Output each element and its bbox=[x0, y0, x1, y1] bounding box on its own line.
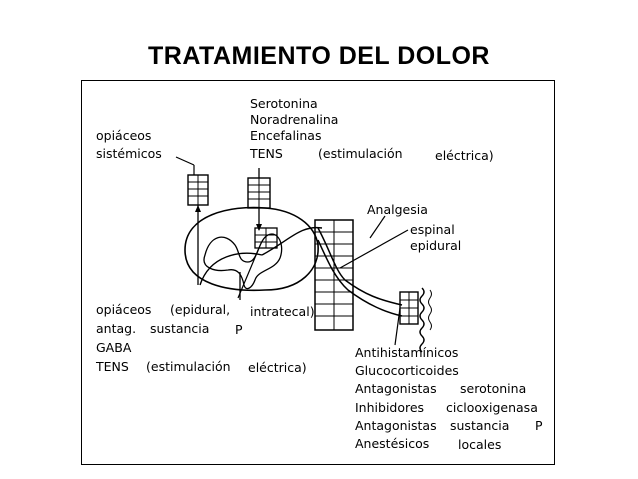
peripheral-nerve bbox=[317, 227, 403, 306]
pain-fibre bbox=[199, 252, 263, 286]
label-epidural-paren: (epidural, bbox=[170, 302, 231, 317]
label-tens-top: TENS bbox=[250, 146, 283, 161]
label-inhibidores: Inhibidores bbox=[355, 400, 425, 415]
vertebral-block bbox=[314, 219, 354, 331]
label-sustancia-right: sustancia bbox=[450, 418, 510, 433]
label-epidural: epidural bbox=[410, 238, 462, 253]
hatched-box-peripheral bbox=[399, 291, 419, 325]
label-antagonistas-1: Antagonistas bbox=[355, 381, 437, 396]
label-anestesicos: Anestésicos bbox=[355, 436, 430, 451]
spinal-cord-outline bbox=[184, 206, 319, 292]
label-gaba: GABA bbox=[96, 340, 132, 355]
hatched-box-descending bbox=[247, 177, 271, 209]
label-p-left: P bbox=[235, 322, 243, 337]
label-antihistaminicos: Antihistamínicos bbox=[355, 345, 459, 360]
arrow-down-icon bbox=[256, 224, 262, 231]
label-p-right: P bbox=[535, 418, 543, 433]
label-electrica-top: eléctrica) bbox=[435, 148, 494, 163]
pain-fibre bbox=[261, 226, 323, 256]
label-tens-bottom: TENS bbox=[96, 359, 129, 374]
label-estimulacion-top: (estimulación bbox=[318, 146, 403, 161]
label-espinal: espinal bbox=[410, 222, 455, 237]
label-intratecal: intratecal) bbox=[250, 304, 315, 319]
arrow-up-icon bbox=[195, 205, 201, 212]
label-noradrenalina: Noradrenalina bbox=[250, 112, 339, 127]
label-glucocorticoides: Glucocorticoides bbox=[355, 363, 459, 378]
label-electrica-bottom: eléctrica) bbox=[248, 360, 307, 375]
label-sistemicos: sistémicos bbox=[96, 146, 162, 161]
label-antagonistas-2: Antagonistas bbox=[355, 418, 437, 433]
hatched-box-systemic bbox=[187, 174, 209, 206]
page-title: TRATAMIENTO DEL DOLOR bbox=[148, 42, 490, 70]
label-analgesia: Analgesia bbox=[367, 202, 428, 217]
label-opiaceos-bottom: opiáceos bbox=[96, 302, 152, 317]
label-serotonina-bottom: serotonina bbox=[460, 381, 527, 396]
label-estimulacion-bottom: (estimulación bbox=[146, 359, 231, 374]
label-sustancia-left: sustancia bbox=[150, 321, 210, 336]
grey-matter bbox=[203, 233, 283, 290]
label-encefalinas: Encefalinas bbox=[250, 128, 322, 143]
label-ciclooxigenasa: ciclooxigenasa bbox=[446, 400, 538, 415]
label-opiaceos-top: opiáceos bbox=[96, 128, 152, 143]
peripheral-nerve bbox=[317, 239, 403, 317]
receptor-squiggle bbox=[419, 287, 425, 353]
label-locales: locales bbox=[458, 437, 502, 452]
label-antag: antag. bbox=[96, 321, 137, 336]
diagram-frame bbox=[81, 80, 555, 465]
hatched-box-dorsal-horn bbox=[254, 227, 278, 249]
label-serotonina: Serotonina bbox=[250, 96, 318, 111]
